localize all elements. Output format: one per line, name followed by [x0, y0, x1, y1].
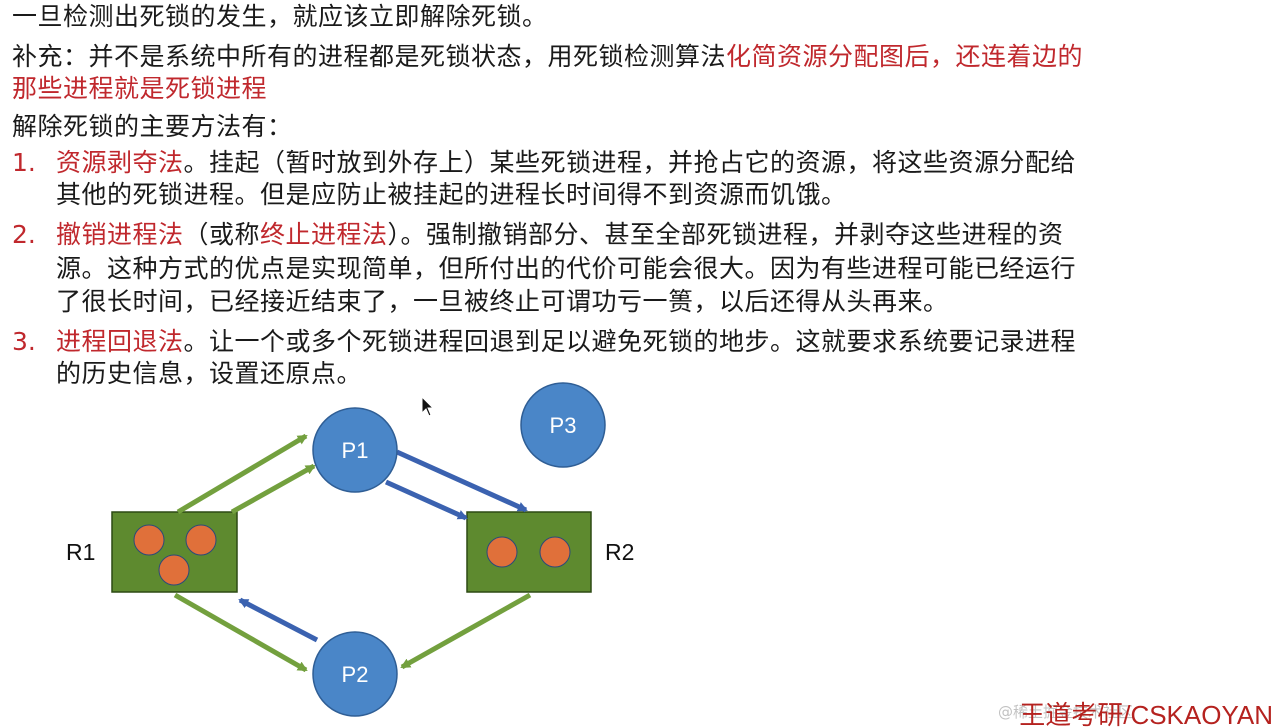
- item2-paren-open: （或称: [183, 220, 261, 249]
- item3-line-a: 进程回退法。让一个或多个死锁进程回退到足以避免死锁的地步。这就要求系统要记录进程: [56, 325, 1076, 359]
- r2-token: [486, 536, 518, 568]
- item2-number: 2.: [12, 220, 36, 249]
- item3-text-a: 。让一个或多个死锁进程回退到足以避免死锁的地步。这就要求系统要记录进程: [183, 327, 1077, 356]
- mouse-cursor-icon: [421, 396, 435, 417]
- resource-r2-box: [466, 511, 592, 593]
- r2-token: [539, 536, 571, 568]
- process-p2: [312, 631, 398, 717]
- edge-r1-p2: [173, 592, 308, 673]
- item3-text-b: 的历史信息，设置还原点。: [56, 359, 363, 388]
- edge-p1-r2-a: [395, 449, 528, 513]
- p3-label: P3: [550, 413, 577, 438]
- p2-label: P2: [342, 662, 369, 687]
- process-p1: [312, 407, 398, 493]
- process-p3: [520, 382, 606, 468]
- item2-text-c: 了很长时间，已经接近结束了，一旦被终止可谓功亏一篑，以后还得从头再来。: [56, 287, 949, 316]
- edge-r1-p1-a: [176, 433, 308, 515]
- methods-title: 解除死锁的主要方法有：: [12, 112, 293, 141]
- r1-token: [185, 524, 217, 556]
- supplement-line: 补充：并不是系统中所有的进程都是死锁状态，用死锁检测算法化简资源分配图后，还连着…: [12, 40, 1083, 74]
- item1-text-b: 其他的死锁进程。但是应防止被挂起的进程长时间得不到资源而饥饿。: [56, 180, 847, 209]
- item1-number: 1.: [12, 148, 36, 177]
- edge-p2-r1: [238, 597, 319, 643]
- watermark: @稀土掘金技术社区: [997, 703, 1133, 721]
- supplement-highlight-2: 那些进程就是死锁进程: [12, 74, 268, 103]
- r1-label: R1: [66, 539, 95, 565]
- item3-title: 进程回退法: [56, 327, 184, 356]
- brand-footer: 王道考研/CSKAOYAN: [1019, 700, 1273, 728]
- r1-token: [158, 554, 190, 586]
- intro-line: 一旦检测出死锁的发生，就应该立即解除死锁。: [12, 2, 548, 31]
- supplement-highlight-1: 化简资源分配图后，还连着边的: [726, 42, 1084, 71]
- resource-r1-box: [111, 511, 238, 593]
- item2-title: 撤销进程法: [56, 220, 184, 249]
- item1-text-a: 。挂起（暂时放到外存上）某些死锁进程，并抢占它的资源，将这些资源分配给: [183, 148, 1077, 177]
- r1-token: [133, 524, 165, 556]
- edge-r2-p2: [400, 592, 532, 670]
- edge-r1-p1-b: [230, 463, 316, 515]
- supplement-prefix: 补充：并不是系统中所有的进程都是死锁状态，用死锁检测算法: [12, 42, 727, 71]
- item2-text-b: 源。这种方式的优点是实现简单，但所付出的代价可能会很大。因为有些进程可能已经运行: [56, 254, 1077, 283]
- edge-p1-r2-b: [384, 479, 468, 521]
- p1-label: P1: [342, 438, 369, 463]
- item1-line-a: 资源剥夺法。挂起（暂时放到外存上）某些死锁进程，并抢占它的资源，将这些资源分配给: [56, 146, 1076, 180]
- item2-text-a: ）。强制撤销部分、甚至全部死锁进程，并剥夺这些进程的资: [387, 220, 1064, 249]
- r2-label: R2: [605, 539, 634, 565]
- item2-line-a: 撤销进程法（或称终止进程法）。强制撤销部分、甚至全部死锁进程，并剥夺这些进程的资: [56, 218, 1064, 252]
- item1-title: 资源剥夺法: [56, 148, 184, 177]
- item2-alt-title: 终止进程法: [260, 220, 388, 249]
- item3-number: 3.: [12, 327, 36, 356]
